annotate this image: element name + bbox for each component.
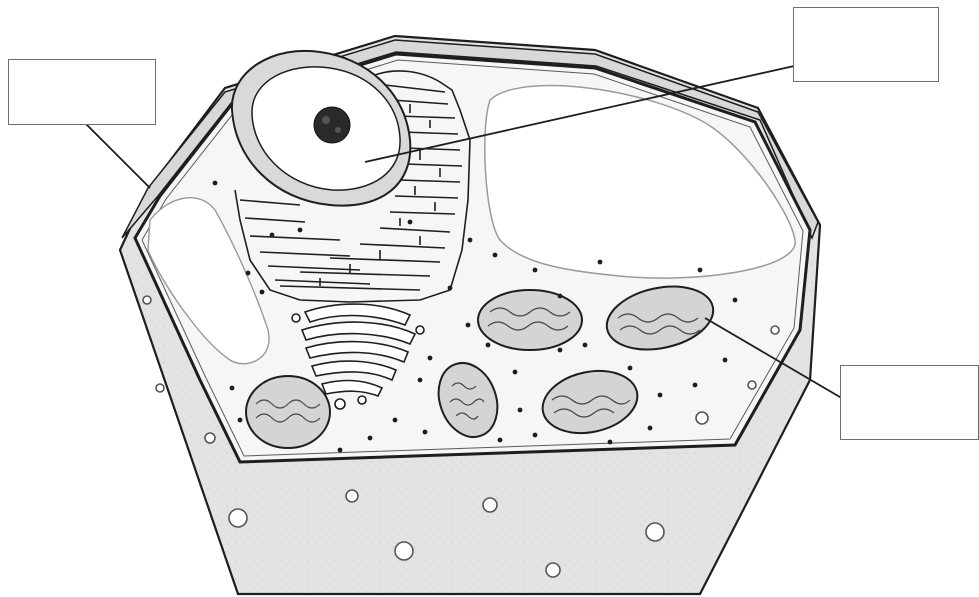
cell-wall-label-box[interactable] <box>8 59 156 125</box>
nucleolus <box>314 107 350 143</box>
leader-line-cell-wall <box>84 122 150 188</box>
mitochondrion-1 <box>478 290 582 350</box>
nucleus-label-box[interactable] <box>793 7 939 82</box>
mitochondrion-label-box[interactable] <box>840 365 979 440</box>
mitochondrion-4 <box>246 376 330 448</box>
